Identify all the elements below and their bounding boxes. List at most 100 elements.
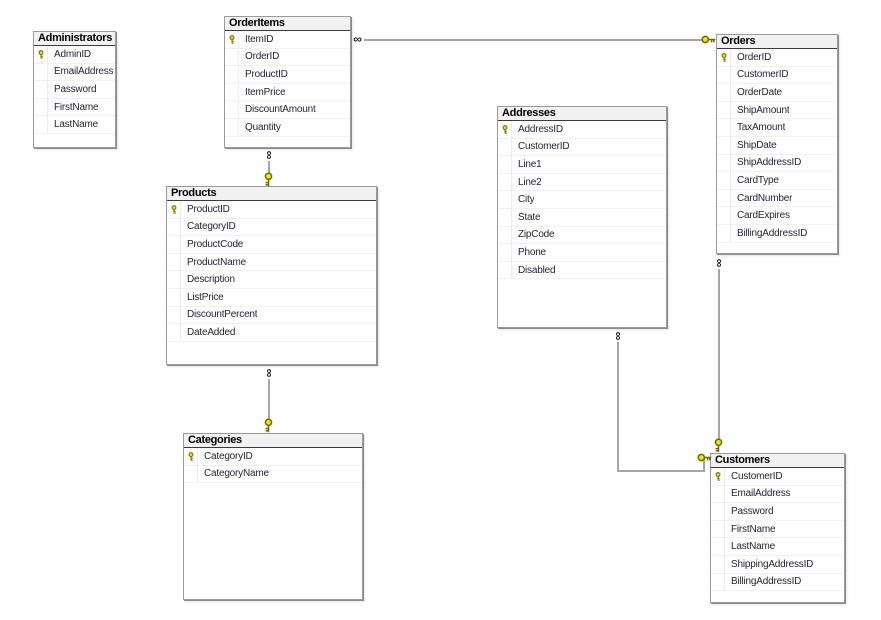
column-row[interactable]: OrderID	[717, 49, 837, 67]
column-row[interactable]: LastName	[711, 538, 844, 556]
column-row[interactable]: CategoryName	[184, 465, 362, 484]
table-title[interactable]: Products	[167, 187, 376, 201]
column-row[interactable]: ItemPrice	[225, 83, 350, 102]
column-row[interactable]: ZipCode	[498, 226, 666, 245]
pk-cell	[167, 288, 181, 306]
relation-line-segment[interactable]	[268, 379, 270, 421]
column-name: OrderID	[245, 51, 280, 63]
column-row[interactable]: Line1	[498, 156, 666, 174]
column-row[interactable]: Description	[167, 271, 376, 289]
pk-cell	[34, 81, 48, 98]
column-row[interactable]: Disabled	[498, 261, 666, 280]
column-row[interactable]: ProductID	[225, 66, 350, 84]
column-row[interactable]: ShippingAddressID	[711, 555, 844, 574]
column-row[interactable]: ShipAmount	[717, 101, 837, 120]
table-title[interactable]: Administrators	[34, 32, 115, 46]
relation-line-segment[interactable]	[718, 269, 720, 441]
column-row[interactable]: OrderID	[225, 48, 350, 67]
column-name: Password	[54, 83, 97, 95]
column-row[interactable]: ProductID	[167, 201, 376, 219]
primary-key-icon	[498, 121, 512, 138]
column-name: Quantity	[245, 121, 281, 133]
column-row[interactable]: FirstName	[711, 520, 844, 539]
table-orderitems[interactable]: OrderItems ItemID OrderID ProductID ItemPri…	[224, 16, 351, 148]
column-name: DiscountAmount	[245, 104, 316, 116]
table-title[interactable]: OrderItems	[225, 17, 350, 31]
column-row[interactable]: CustomerID	[498, 138, 666, 157]
column-row[interactable]: CategoryID	[167, 218, 376, 237]
column-row[interactable]: Line2	[498, 173, 666, 192]
column-row[interactable]: State	[498, 208, 666, 227]
column-row[interactable]: TaxAmount	[717, 119, 837, 137]
column-row[interactable]: CardExpires	[717, 207, 837, 225]
column-row[interactable]: ShipDate	[717, 136, 837, 155]
column-row[interactable]: ProductName	[167, 253, 376, 272]
table-title[interactable]: Categories	[184, 434, 362, 448]
column-row[interactable]: CategoryID	[184, 448, 362, 466]
column-row[interactable]: Password	[34, 81, 115, 99]
column-row[interactable]: FirstName	[34, 98, 115, 117]
column-row[interactable]: DiscountAmount	[225, 101, 350, 119]
column-row[interactable]: DateAdded	[167, 324, 376, 342]
pk-cell	[711, 503, 725, 520]
column-name: City	[518, 194, 535, 206]
column-row[interactable]: BillingAddressID	[717, 224, 837, 243]
pk-cell	[167, 271, 181, 288]
column-name: CustomerID	[737, 69, 789, 81]
column-row[interactable]: EmailAddress	[711, 485, 844, 504]
column-row[interactable]: Password	[711, 503, 844, 521]
pk-cell	[498, 173, 512, 191]
column-row[interactable]: OrderDate	[717, 84, 837, 102]
relation-line-segment[interactable]	[703, 458, 705, 472]
column-row[interactable]: CustomerID	[711, 468, 844, 486]
infinity-icon: ∞	[262, 150, 277, 160]
column-row[interactable]: ItemID	[225, 31, 350, 49]
column-name: AdminID	[54, 48, 91, 60]
column-row[interactable]: BillingAddressID	[711, 573, 844, 592]
table-title[interactable]: Customers	[711, 454, 844, 468]
pk-cell	[34, 98, 48, 116]
column-row[interactable]: ProductCode	[167, 236, 376, 254]
column-row[interactable]: AdminID	[34, 46, 115, 64]
column-row[interactable]: Phone	[498, 244, 666, 262]
relation-line-segment[interactable]	[617, 342, 619, 472]
table-title[interactable]: Addresses	[498, 107, 666, 121]
table-title[interactable]: Orders	[717, 35, 837, 49]
column-row[interactable]: City	[498, 191, 666, 209]
pk-cell	[717, 66, 731, 84]
key-icon	[697, 452, 712, 463]
column-name: Description	[187, 274, 235, 286]
column-row[interactable]: Quantity	[225, 118, 350, 137]
column-row[interactable]: CardType	[717, 172, 837, 190]
column-name: LastName	[54, 119, 98, 131]
relation-line-segment[interactable]	[617, 470, 705, 472]
pk-cell	[711, 573, 725, 591]
relation-line-segment[interactable]	[268, 161, 270, 175]
column-row[interactable]: ListPrice	[167, 288, 376, 307]
pk-cell	[498, 261, 512, 279]
pk-cell	[167, 253, 181, 271]
column-row[interactable]: AddressID	[498, 121, 666, 139]
primary-key-icon	[711, 468, 725, 485]
pk-cell	[498, 208, 512, 226]
column-row[interactable]: CustomerID	[717, 66, 837, 85]
column-name: CustomerID	[731, 470, 783, 482]
column-row[interactable]: EmailAddress	[34, 63, 115, 82]
column-name: ProductID	[245, 68, 288, 80]
column-row[interactable]: ShipAddressID	[717, 154, 837, 173]
key-icon	[263, 418, 274, 433]
pk-cell	[167, 236, 181, 253]
column-row[interactable]: LastName	[34, 116, 115, 134]
relation-line-segment[interactable]	[364, 39, 702, 41]
column-row[interactable]: DiscountPercent	[167, 306, 376, 325]
column-row[interactable]: CardNumber	[717, 189, 837, 208]
column-name: TaxAmount	[737, 122, 786, 134]
column-name: EmailAddress	[731, 488, 791, 500]
